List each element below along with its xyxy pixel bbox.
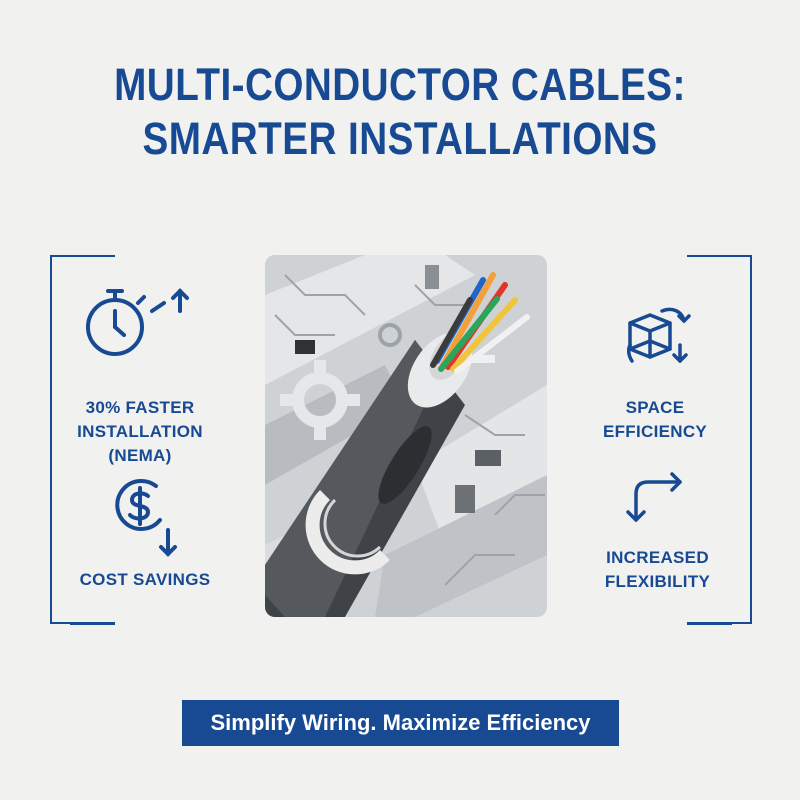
dollar-down-icon (115, 478, 177, 557)
stopwatch-icon (86, 288, 189, 356)
increased-flexibility-label: INCREASED FLEXIBILITY (604, 548, 711, 591)
cost-savings-label: COST SAVINGS (79, 570, 211, 589)
right-bracket (687, 254, 752, 625)
page-title: MULTI-CONDUCTOR CABLES: SMARTER INSTALLA… (56, 58, 744, 166)
cable-illustration-art (265, 255, 547, 617)
bent-arrow-icon (626, 472, 682, 522)
title-line-1: MULTI-CONDUCTOR CABLES: (114, 59, 686, 110)
cable-illustration (265, 255, 547, 617)
title-line-2: SMARTER INSTALLATIONS (142, 113, 658, 164)
box-arrows-icon (626, 307, 691, 363)
space-efficiency-label: SPACE EFFICIENCY (602, 398, 708, 441)
tagline-banner: Simplify Wiring. Maximize Efficiency (182, 700, 619, 746)
left-bracket (50, 254, 115, 625)
faster-installation-label: 30% FASTER INSTALLATION (NEMA) (77, 398, 203, 465)
